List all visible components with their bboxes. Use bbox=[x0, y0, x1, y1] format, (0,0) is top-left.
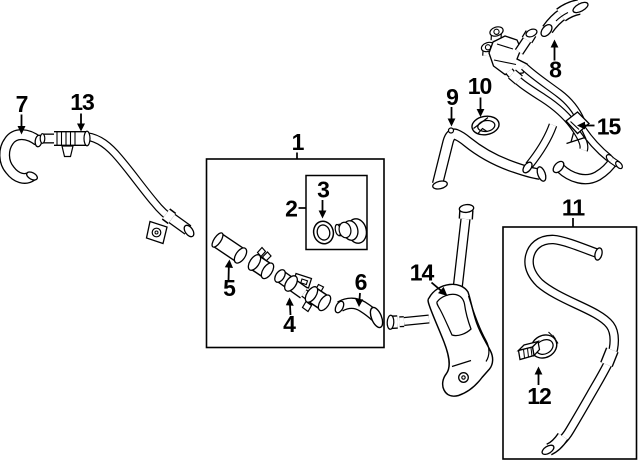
callout-8-label: 8 bbox=[549, 57, 562, 83]
callout-5-arrow bbox=[224, 259, 233, 282]
callout-labels: 7 13 1 2 3 5 4 6 8 9 10 15 11 12 14 bbox=[16, 57, 623, 410]
callout-9-arrow bbox=[447, 107, 456, 127]
callout-6-label: 6 bbox=[355, 269, 367, 295]
part-6-hose bbox=[334, 297, 384, 329]
callout-15-label: 15 bbox=[597, 114, 622, 140]
callout-12-arrow bbox=[534, 366, 543, 385]
part-11-group-box bbox=[502, 226, 638, 460]
part-7-hose bbox=[0, 129, 43, 184]
part-10-clamp bbox=[471, 115, 500, 136]
callout-5-label: 5 bbox=[223, 275, 236, 301]
callout-2-label: 2 bbox=[285, 196, 297, 222]
callout-8-arrow bbox=[550, 39, 559, 61]
callout-10-label: 10 bbox=[468, 73, 492, 99]
callout-1-label: 1 bbox=[292, 129, 305, 155]
callout-7-label: 7 bbox=[16, 91, 28, 117]
callout-3-label: 3 bbox=[317, 177, 329, 203]
hose-clamp-right bbox=[301, 283, 332, 313]
callout-15-arrow bbox=[577, 121, 595, 130]
hose-clamp-left bbox=[247, 246, 275, 280]
outlet-pipe-assembly bbox=[480, 26, 623, 185]
part-4-joint bbox=[274, 269, 318, 306]
callout-4-label: 4 bbox=[283, 311, 296, 337]
part-2-group-box bbox=[305, 174, 368, 251]
part-2-plug bbox=[334, 218, 368, 244]
callout-10-arrow bbox=[476, 97, 485, 117]
part-11-hose bbox=[524, 234, 620, 456]
part-12-clamp bbox=[516, 331, 559, 361]
callout-11-label: 11 bbox=[562, 195, 586, 221]
part-5-tube bbox=[211, 232, 248, 264]
callout-14-arrow bbox=[430, 281, 448, 296]
callout-4-arrow bbox=[285, 297, 294, 316]
part-8-hose bbox=[540, 0, 589, 38]
callout-13-arrow bbox=[77, 113, 85, 132]
part-3-oring bbox=[312, 220, 335, 245]
connector-ribs bbox=[56, 131, 76, 146]
part-1-group-box bbox=[205, 158, 385, 349]
callout-12-label: 12 bbox=[527, 383, 551, 409]
callout-6-arrow bbox=[355, 292, 364, 307]
callout-7-arrow bbox=[17, 114, 26, 135]
part-14-bracket-assembly bbox=[386, 203, 494, 397]
callout-13-label: 13 bbox=[70, 89, 94, 115]
part-13-connector-hose bbox=[39, 130, 195, 245]
callout-9-label: 9 bbox=[446, 84, 458, 110]
callout-3-arrow bbox=[318, 200, 327, 219]
callout-14-label: 14 bbox=[410, 260, 435, 286]
callout-arrows bbox=[17, 39, 595, 385]
